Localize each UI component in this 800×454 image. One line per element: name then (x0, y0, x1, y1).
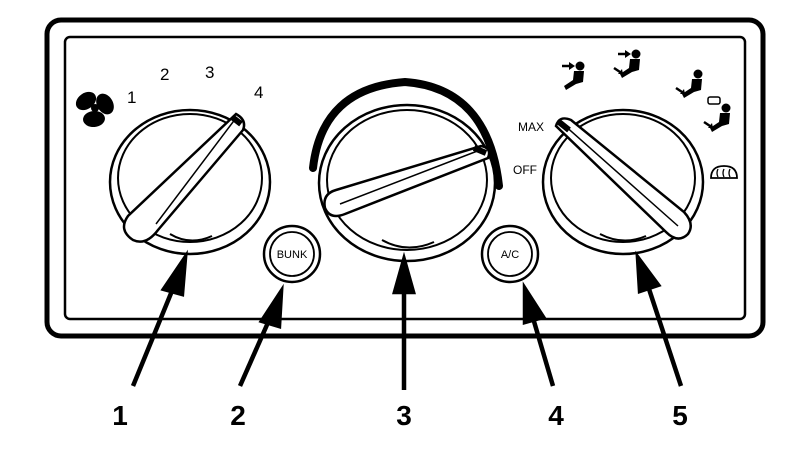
mode-off-label: OFF (513, 163, 537, 177)
fan-speed-2: 2 (160, 65, 169, 84)
fan-speed-4: 4 (254, 83, 263, 102)
fan-speed-1: 1 (127, 88, 136, 107)
callout-arrows (130, 249, 684, 390)
temperature-knob[interactable] (317, 103, 497, 263)
temperature-arc (309, 77, 503, 190)
callout-arrow-4 (530, 317, 556, 387)
vent-face-icon (562, 61, 585, 90)
temperature-knob-pointer (323, 144, 491, 218)
bunk-button-label: BUNK (277, 249, 308, 261)
callout-2: 2 (230, 400, 246, 431)
vent-bilevel-icon (613, 49, 641, 78)
mode-max-label: MAX (518, 120, 544, 134)
vent-floor-defrost-icon (703, 96, 731, 132)
fan-icon (75, 91, 114, 128)
callout-4: 4 (548, 400, 564, 431)
mode-knob[interactable] (541, 108, 705, 256)
fan-speed-3: 3 (205, 63, 214, 82)
ac-button[interactable]: A/C (480, 224, 540, 284)
callout-arrow-1 (130, 285, 177, 387)
bunk-button[interactable]: BUNK (262, 224, 322, 284)
callout-1: 1 (112, 400, 128, 431)
callout-3: 3 (396, 400, 412, 431)
callout-arrow-2 (237, 317, 273, 387)
defrost-icon (710, 165, 738, 179)
vent-floor-icon (675, 69, 703, 98)
callout-arrow-5 (645, 285, 684, 387)
callout-5: 5 (672, 400, 688, 431)
fan-speed-knob[interactable] (108, 108, 272, 256)
ac-button-label: A/C (501, 249, 519, 261)
